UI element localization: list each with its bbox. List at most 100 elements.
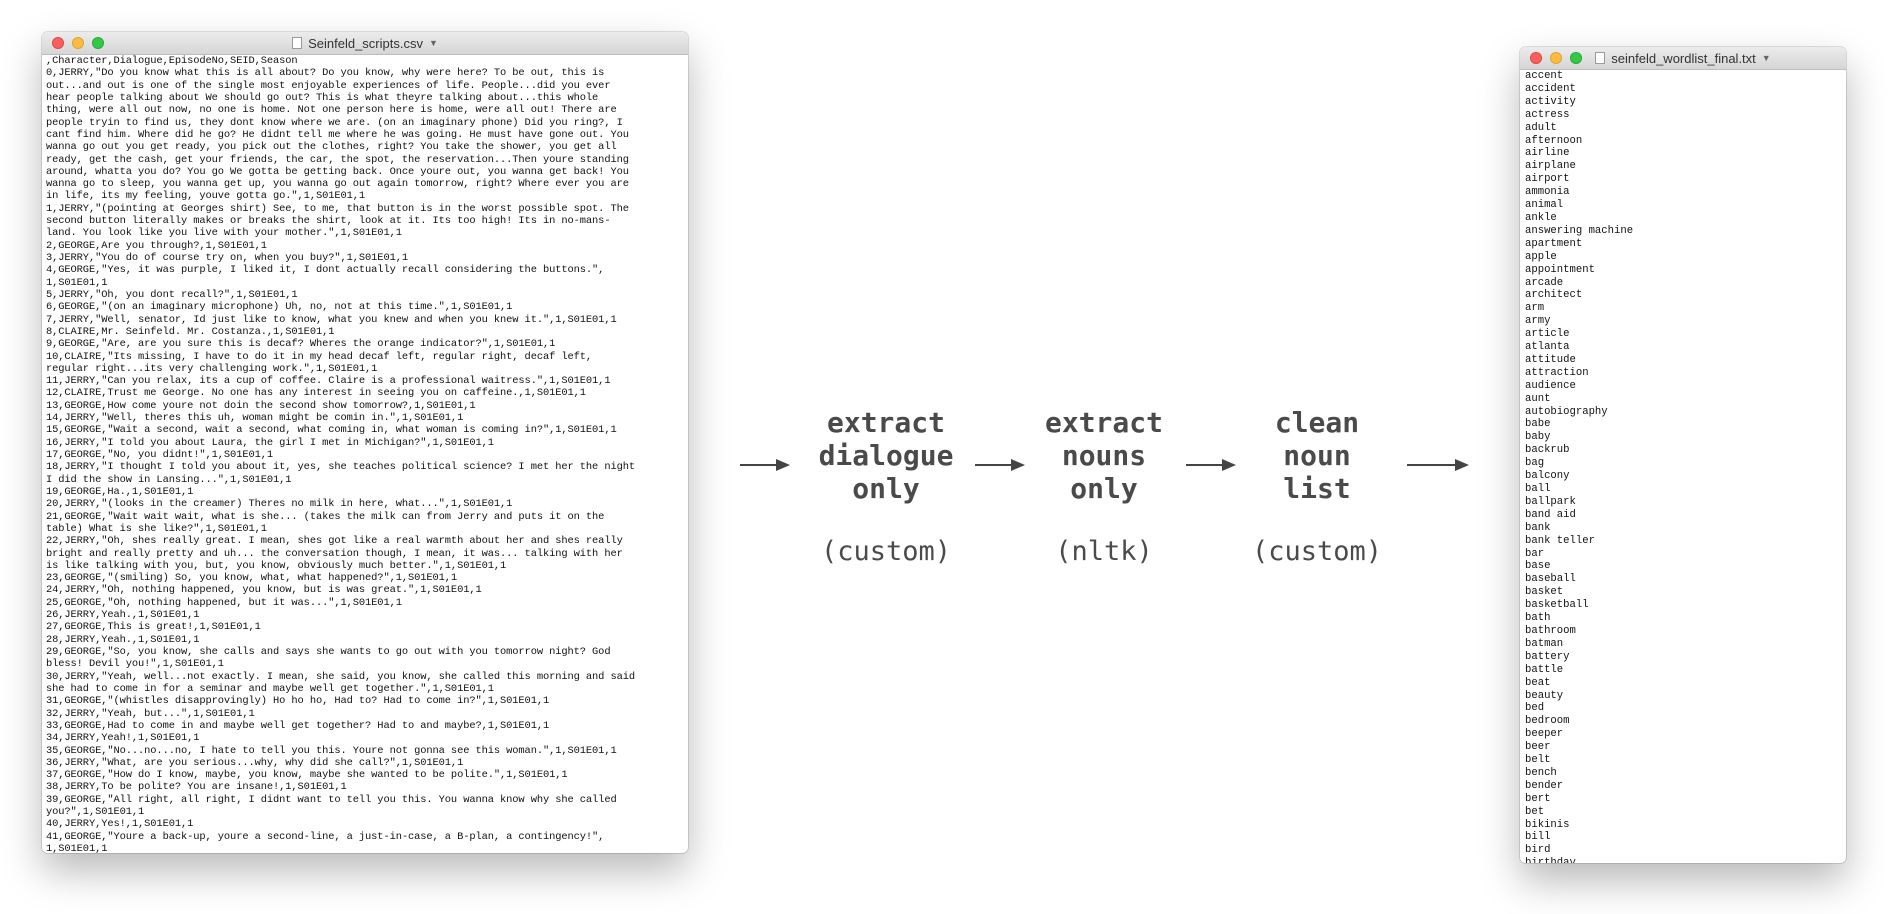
csv-line: 14,JERRY,"Well, theres this uh, woman mi… (46, 412, 464, 425)
step-3-name: clean noun list (1217, 406, 1417, 505)
minimize-icon[interactable] (1550, 52, 1562, 64)
word-entry: band aid (1525, 508, 1576, 521)
step-2-tool: (nltk) (1055, 536, 1153, 567)
minimize-icon[interactable] (72, 37, 84, 49)
arrow-4 (1407, 459, 1469, 471)
csv-line: 15,GEORGE,"Wait a second, wait a second,… (46, 424, 617, 437)
step-2-name-line: extract (1044, 406, 1163, 439)
step-3-tool: (custom) (1251, 536, 1383, 567)
word-entry: belt (1525, 754, 1551, 767)
word-entry: bill (1525, 831, 1551, 844)
csv-line: 37,GEORGE,"How do I know, maybe, you kno… (46, 769, 568, 782)
word-entry: arm (1525, 302, 1545, 315)
csv-line: 2,GEORGE,Are you through?,1,S01E01,1 (46, 239, 267, 252)
csv-window-title: Seinfeld_scripts.csv (308, 35, 423, 51)
csv-line: 21,GEORGE,"Wait wait wait, what is she..… (46, 510, 605, 523)
csv-line: 31,GEORGE,"(whistles disapprovingly) Ho … (46, 695, 550, 708)
word-entry: bank (1525, 521, 1551, 534)
word-entry: bet (1525, 805, 1545, 818)
word-entry: answering machine (1525, 224, 1634, 237)
csv-line: table) What is she like?",1,S01E01,1 (46, 522, 267, 535)
csv-window-titlebar[interactable]: Seinfeld_scripts.csv ▼ (42, 32, 688, 55)
csv-line: ,Character,Dialogue,EpisodeNo,SEID,Seaso… (46, 55, 298, 67)
step-3-name-line: noun (1283, 439, 1351, 472)
step-2-name-line: only (1070, 472, 1138, 505)
csv-line: 5,JERRY,"Oh, you dont recall?",1,S01E01,… (46, 288, 298, 301)
word-entry: basket (1525, 586, 1564, 599)
arrow-2 (975, 459, 1025, 471)
step-1-name-line: only (852, 472, 920, 505)
word-entry: apartment (1525, 237, 1583, 250)
word-entry: birthday (1525, 857, 1841, 863)
word-entry: bench (1525, 766, 1557, 779)
word-entry: autobiography (1525, 405, 1608, 418)
word-entry: adult (1525, 121, 1557, 134)
word-entry: atlanta (1525, 341, 1570, 354)
document-icon (292, 37, 303, 49)
csv-text-content[interactable]: ,Character,Dialogue,EpisodeNo,SEID,Seaso… (42, 55, 688, 853)
chevron-down-icon[interactable]: ▼ (1761, 53, 1771, 63)
word-entry: baby (1525, 431, 1551, 444)
word-entry: ballpark (1525, 495, 1576, 508)
word-entry: ball (1525, 483, 1551, 495)
word-entry: bag (1525, 457, 1545, 470)
csv-line: 33,GEORGE,Had to come in and maybe well … (46, 719, 550, 732)
csv-line: 29,GEORGE,"So, you know, she calls and s… (46, 646, 611, 658)
word-entry: ankle (1525, 211, 1557, 224)
word-entry: afternoon (1525, 134, 1583, 147)
step-1-tool: (custom) (820, 536, 952, 567)
word-entry: airport (1525, 173, 1570, 186)
close-icon[interactable] (52, 37, 64, 49)
word-entry: audience (1525, 379, 1576, 392)
step-1-name-line: dialogue (818, 439, 954, 472)
zoom-icon[interactable] (1570, 52, 1582, 64)
csv-line: 24,JERRY,"Oh, nothing happened, you know… (46, 584, 482, 597)
window-controls (52, 37, 104, 49)
csv-line: out...and out is one of the single most … (46, 79, 611, 92)
word-entry: arcade (1525, 276, 1564, 289)
csv-line: 34,JERRY,Yeah!,1,S01E01,1 (46, 732, 200, 745)
csv-line: 13,GEORGE,How come youre not doin the se… (46, 399, 476, 412)
step-3-name-line: clean (1274, 406, 1360, 439)
csv-line: land. You look like you live with your m… (46, 227, 402, 240)
word-entry: ammonia (1525, 186, 1570, 199)
csv-line: bless! Devil you!",1,S01E01,1 (46, 658, 224, 671)
word-entry: appointment (1525, 263, 1595, 276)
csv-line: 1,S01E01,1 (46, 276, 108, 289)
word-entry: airline (1525, 147, 1570, 160)
csv-line: 36,JERRY,"What, are you serious...why, w… (46, 756, 464, 769)
arrow-1 (740, 459, 790, 471)
step-2-name: extract nouns only (1004, 406, 1204, 505)
close-icon[interactable] (1530, 52, 1542, 64)
wordlist-window-titlebar[interactable]: seinfeld_wordlist_final.txt ▼ (1520, 47, 1846, 70)
csv-line: 17,GEORGE,"No, you didnt!",1,S01E01,1 (46, 449, 274, 461)
step-2-name-line: nouns (1061, 439, 1147, 472)
word-entry: animal (1525, 199, 1564, 212)
csv-line: 16,JERRY,"I told you about Laura, the gi… (46, 436, 494, 449)
csv-line: 1,S01E01,1 (46, 843, 108, 853)
word-entry: accent (1525, 70, 1564, 82)
word-entry: architect (1525, 289, 1583, 302)
csv-line: 32,JERRY,"Yeah, but...",1,S01E01,1 (46, 707, 255, 720)
word-entry: bert (1525, 792, 1551, 805)
zoom-icon[interactable] (92, 37, 104, 49)
csv-line: is like talking with you, but, you know,… (46, 559, 507, 572)
csv-line: hear people talking about We should go o… (46, 91, 599, 104)
word-entry: base (1525, 560, 1551, 573)
csv-line: 12,CLAIRE,Trust me George. No one has an… (46, 387, 586, 400)
word-entry: battery (1525, 650, 1570, 663)
word-entry: airplane (1525, 160, 1576, 173)
csv-line: people tryin to find us, they dont know … (46, 116, 623, 129)
word-entry: bender (1525, 779, 1564, 792)
step-extract-dialogue: extract dialogue only (custom) (786, 406, 986, 567)
csv-line: wanna go to sleep, you wanna get up, you… (46, 178, 629, 191)
word-entry: apple (1525, 250, 1557, 263)
csv-line: you?",1,S01E01,1 (46, 806, 145, 819)
csv-line: 4,GEORGE,"Yes, it was purple, I liked it… (46, 264, 605, 277)
chevron-down-icon[interactable]: ▼ (428, 38, 438, 48)
csv-line: 38,JERRY,To be polite? You are insane!,1… (46, 781, 347, 794)
word-entry: battle (1525, 663, 1564, 676)
csv-line: 41,GEORGE,"Youre a back-up, youre a seco… (46, 830, 605, 843)
csv-line: around, whatta you do? You go We gotta b… (46, 165, 629, 178)
